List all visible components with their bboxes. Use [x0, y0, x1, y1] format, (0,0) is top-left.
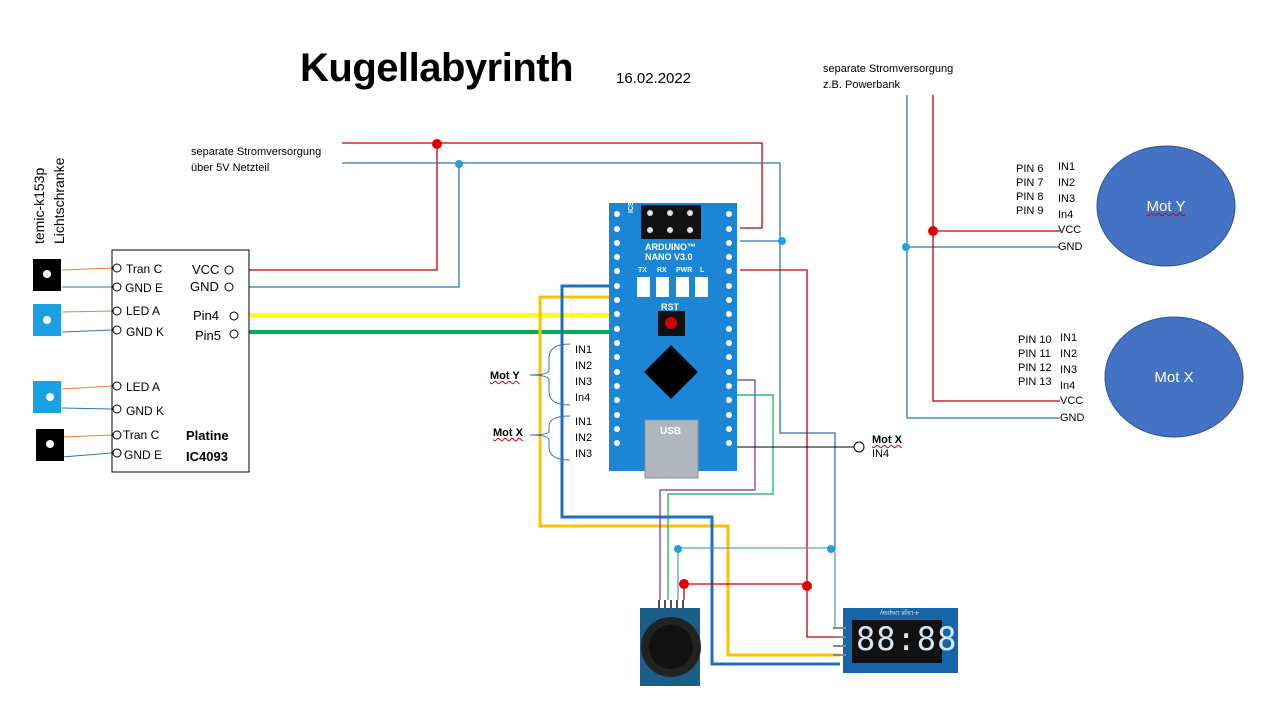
platine-pin-leda-1: LED A — [126, 304, 161, 318]
motor-y-pin-9: PIN 9 — [1016, 205, 1044, 217]
arduino-rst: RST — [661, 302, 679, 312]
motor-y-pin-6: PIN 6 — [1016, 163, 1044, 175]
platine-title-line2: IC4093 — [186, 449, 228, 464]
mot-y-in1: IN1 — [575, 344, 593, 356]
mot-x-bracket-label: Mot X — [493, 427, 523, 439]
motor-x-in1: IN1 — [1060, 332, 1078, 344]
mot-x-in4-label: Mot X — [872, 434, 902, 446]
motor-y-pin-8: PIN 8 — [1016, 191, 1044, 203]
red-5v-wire — [740, 269, 840, 638]
sensor-name-line2: Lichtschranke — [51, 157, 67, 244]
arduino-led-rx: RX — [657, 267, 667, 274]
mot-y-in2: IN2 — [575, 360, 593, 372]
motor-y-in1: IN1 — [1058, 161, 1076, 173]
arduino-nano — [609, 203, 737, 479]
platine-pin-vcc: VCC — [192, 262, 220, 277]
platine-pin-gndk-2: GND K — [126, 404, 165, 418]
joystick-module — [640, 600, 701, 686]
motor-y-name: Mot Y — [1146, 198, 1186, 215]
power-left-wires — [232, 142, 836, 548]
arduino-led-l: L — [700, 267, 705, 274]
platine-pin-leda-2: LED A — [126, 380, 161, 394]
date-label: 16.02.2022 — [616, 70, 692, 87]
platine-pin-gnd: GND — [190, 279, 219, 294]
platine-title-line1: Platine — [186, 428, 229, 443]
mot-x-in3: IN3 — [575, 448, 593, 460]
motor-x-pin-11: PIN 11 — [1018, 348, 1051, 360]
arduino-icsp: ICSP — [628, 196, 635, 213]
page-title: Kugellabyrinth — [300, 46, 574, 90]
arduino-usb: USB — [660, 426, 682, 437]
motor-y-in2: IN2 — [1058, 177, 1076, 189]
platine-pin-gndk-1: GND K — [126, 325, 165, 339]
display-digits: 88:88 — [856, 620, 958, 658]
platine-pin-pin4: Pin4 — [193, 308, 220, 323]
motor-x-pin-10: PIN 10 — [1018, 334, 1052, 346]
motor-y-pin-7: PIN 7 — [1016, 177, 1044, 189]
arduino-name-line2: NANO V3.0 — [645, 252, 693, 262]
power-right-line1: separate Stromversorgung — [823, 63, 954, 75]
mot-brackets — [529, 343, 571, 461]
motor-x-pin-12: PIN 12 — [1018, 362, 1052, 374]
display-caption: 4-Digit Display — [880, 609, 919, 615]
motor-y-in4: In4 — [1058, 209, 1074, 221]
platine-pin-gnde-1: GND E — [125, 281, 164, 295]
mot-y-in3: IN3 — [575, 376, 593, 388]
motor-x-in4: In4 — [1060, 380, 1076, 392]
motor-y-in3: IN3 — [1058, 193, 1076, 205]
motor-x-name: Mot X — [1154, 369, 1194, 386]
motor-y-shape — [1096, 145, 1236, 267]
motor-y-vcc: VCC — [1058, 224, 1082, 236]
junctions — [432, 139, 938, 591]
sensor-name-line1: temic-k153p — [31, 167, 47, 244]
arduino-name-line1: ARDUINO™ — [645, 242, 696, 252]
sensor-wires — [61, 267, 113, 458]
mot-x-in2: IN2 — [575, 432, 593, 444]
platine-pin-pin5: Pin5 — [195, 328, 222, 343]
power-right-line2: z.B. Powerbank — [823, 79, 901, 91]
darkblue-wire — [560, 284, 840, 666]
mot-x-in4-pin: IN4 — [872, 448, 890, 460]
motor-x-pin-13: PIN 13 — [1018, 376, 1052, 388]
mot-y-in4: In4 — [575, 392, 591, 404]
arduino-led-tx: TX — [638, 267, 647, 274]
motor-x-shape — [1104, 316, 1244, 438]
power-left-line1: separate Stromversorgung — [191, 146, 322, 158]
mot-x-in1: IN1 — [575, 416, 593, 428]
platine-pin-tranc-2: Tran C — [123, 428, 160, 442]
power-left-line2: über 5V Netzteil — [191, 162, 270, 174]
motor-y-gnd: GND — [1058, 241, 1083, 253]
motor-x-gnd: GND — [1060, 412, 1085, 424]
motor-x-in3: IN3 — [1060, 364, 1078, 376]
display-module — [833, 608, 958, 673]
motor-x-in2: IN2 — [1060, 348, 1078, 360]
mot-y-bracket-label: Mot Y — [490, 370, 520, 382]
platine-pin-tranc-1: Tran C — [126, 262, 163, 276]
orange-wire — [538, 295, 840, 657]
sensor-components — [33, 259, 64, 461]
motor-x-vcc: VCC — [1060, 395, 1084, 407]
platine-pin-gnde-2: GND E — [124, 448, 163, 462]
arduino-led-pwr: PWR — [676, 267, 693, 274]
